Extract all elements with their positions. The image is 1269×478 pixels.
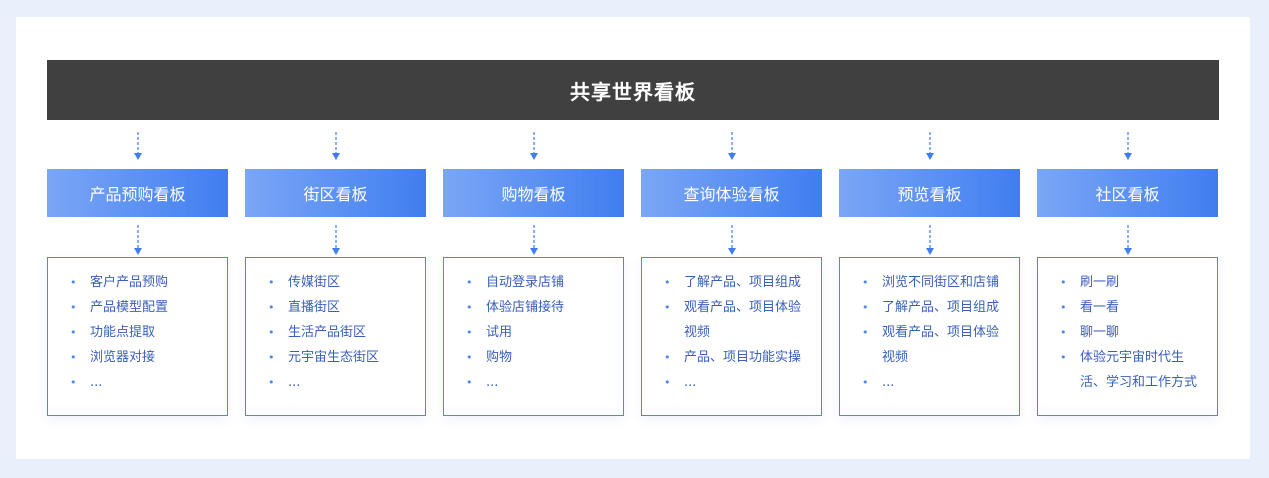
- down-arrow-icon: [527, 225, 541, 255]
- list-item: 聊一聊: [1060, 320, 1207, 345]
- board-column: 社区看板刷一刷看一看聊一聊体验元宇宙时代生活、学习和工作方式: [1037, 120, 1218, 420]
- list-item: 购物: [466, 345, 613, 370]
- list-item: 产品模型配置: [70, 295, 217, 320]
- down-arrow-icon: [131, 132, 145, 160]
- list-item: 传媒街区: [268, 270, 415, 295]
- board-detail-box: 客户产品预购产品模型配置功能点提取浏览器对接...: [47, 257, 228, 416]
- list-item: 自动登录店铺: [466, 270, 613, 295]
- down-arrow-icon: [1121, 225, 1135, 255]
- list-item: 了解产品、项目组成: [664, 270, 811, 295]
- list-item: 直播街区: [268, 295, 415, 320]
- board-header: 查询体验看板: [641, 169, 822, 217]
- list-item: ...: [664, 370, 811, 395]
- board-detail-box: 浏览不同街区和店铺了解产品、项目组成观看产品、项目体验视频...: [839, 257, 1020, 416]
- down-arrow-icon: [923, 132, 937, 160]
- down-arrow-icon: [131, 225, 145, 255]
- list-item: 观看产品、项目体验视频: [862, 320, 1009, 370]
- board-header: 购物看板: [443, 169, 624, 217]
- list-item: 产品、项目功能实操: [664, 345, 811, 370]
- list-item: 浏览不同街区和店铺: [862, 270, 1009, 295]
- board-column: 购物看板自动登录店铺体验店铺接待试用购物...: [443, 120, 624, 420]
- diagram-title: 共享世界看板: [47, 60, 1219, 120]
- list-item: ...: [466, 370, 613, 395]
- list-item: 元宇宙生态街区: [268, 345, 415, 370]
- list-item: 看一看: [1060, 295, 1207, 320]
- board-detail-box: 刷一刷看一看聊一聊体验元宇宙时代生活、学习和工作方式: [1037, 257, 1218, 416]
- list-item: 体验店铺接待: [466, 295, 613, 320]
- board-detail-box: 传媒街区直播街区生活产品街区元宇宙生态街区...: [245, 257, 426, 416]
- list-item: 生活产品街区: [268, 320, 415, 345]
- list-item: ...: [862, 370, 1009, 395]
- board-column: 街区看板传媒街区直播街区生活产品街区元宇宙生态街区...: [245, 120, 426, 420]
- down-arrow-icon: [329, 225, 343, 255]
- list-item: 试用: [466, 320, 613, 345]
- down-arrow-icon: [725, 132, 739, 160]
- board-header: 社区看板: [1037, 169, 1218, 217]
- board-column: 查询体验看板了解产品、项目组成观看产品、项目体验视频产品、项目功能实操...: [641, 120, 822, 420]
- list-item: 观看产品、项目体验视频: [664, 295, 811, 345]
- list-item: 刷一刷: [1060, 270, 1207, 295]
- down-arrow-icon: [1121, 132, 1135, 160]
- board-column: 产品预购看板客户产品预购产品模型配置功能点提取浏览器对接...: [47, 120, 228, 420]
- list-item: 客户产品预购: [70, 270, 217, 295]
- board-header: 街区看板: [245, 169, 426, 217]
- down-arrow-icon: [527, 132, 541, 160]
- list-item: ...: [268, 370, 415, 395]
- board-detail-box: 了解产品、项目组成观看产品、项目体验视频产品、项目功能实操...: [641, 257, 822, 416]
- down-arrow-icon: [923, 225, 937, 255]
- list-item: 体验元宇宙时代生活、学习和工作方式: [1060, 345, 1207, 395]
- list-item: 了解产品、项目组成: [862, 295, 1009, 320]
- board-header: 产品预购看板: [47, 169, 228, 217]
- list-item: 浏览器对接: [70, 345, 217, 370]
- board-header: 预览看板: [839, 169, 1020, 217]
- board-detail-box: 自动登录店铺体验店铺接待试用购物...: [443, 257, 624, 416]
- list-item: ...: [70, 370, 217, 395]
- board-column: 预览看板浏览不同街区和店铺了解产品、项目组成观看产品、项目体验视频...: [839, 120, 1020, 420]
- list-item: 功能点提取: [70, 320, 217, 345]
- down-arrow-icon: [329, 132, 343, 160]
- down-arrow-icon: [725, 225, 739, 255]
